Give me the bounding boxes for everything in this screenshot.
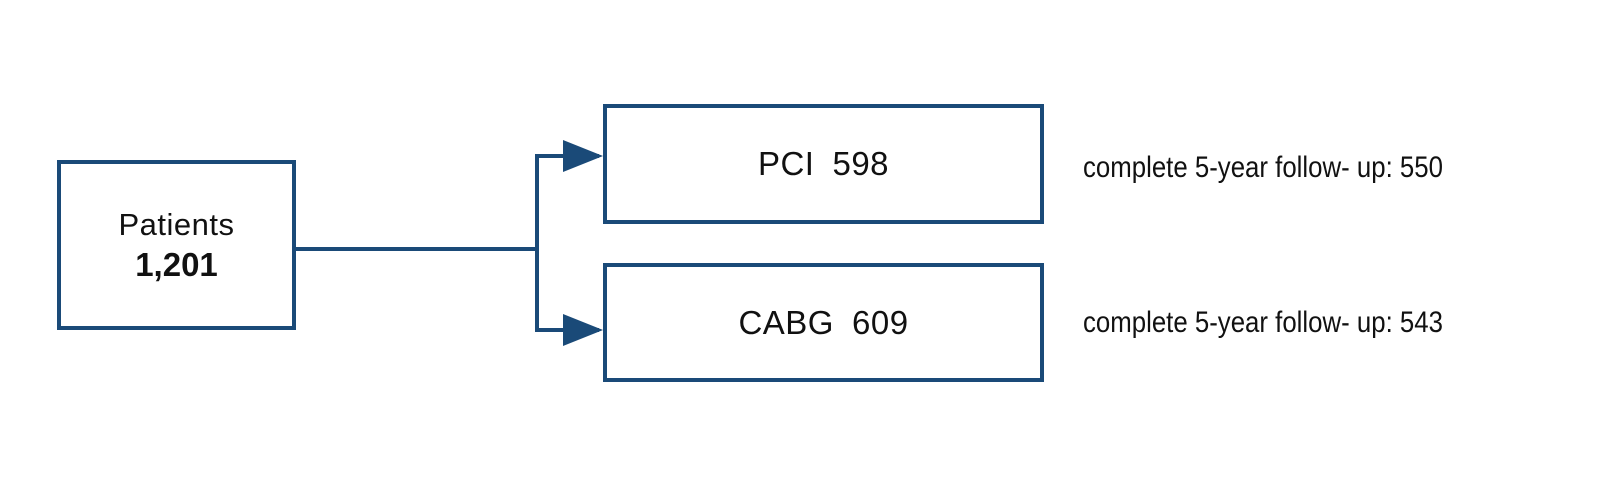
patients-label: Patients [118, 207, 235, 242]
cabg-followup-text: complete 5-year follow- up: 543 [1083, 306, 1443, 339]
patients-count: 1,201 [135, 246, 218, 283]
pci-label: PCI [757, 145, 815, 182]
pci-box: PCI 598 [603, 104, 1044, 224]
patients-box: Patients 1,201 [57, 160, 296, 330]
cabg-count: 609 [851, 303, 909, 341]
pci-count: 598 [832, 145, 890, 182]
cabg-label: CABG [738, 303, 834, 341]
pci-followup-text: complete 5-year follow- up: 550 [1083, 151, 1443, 184]
cabg-box: CABG 609 [603, 263, 1044, 382]
